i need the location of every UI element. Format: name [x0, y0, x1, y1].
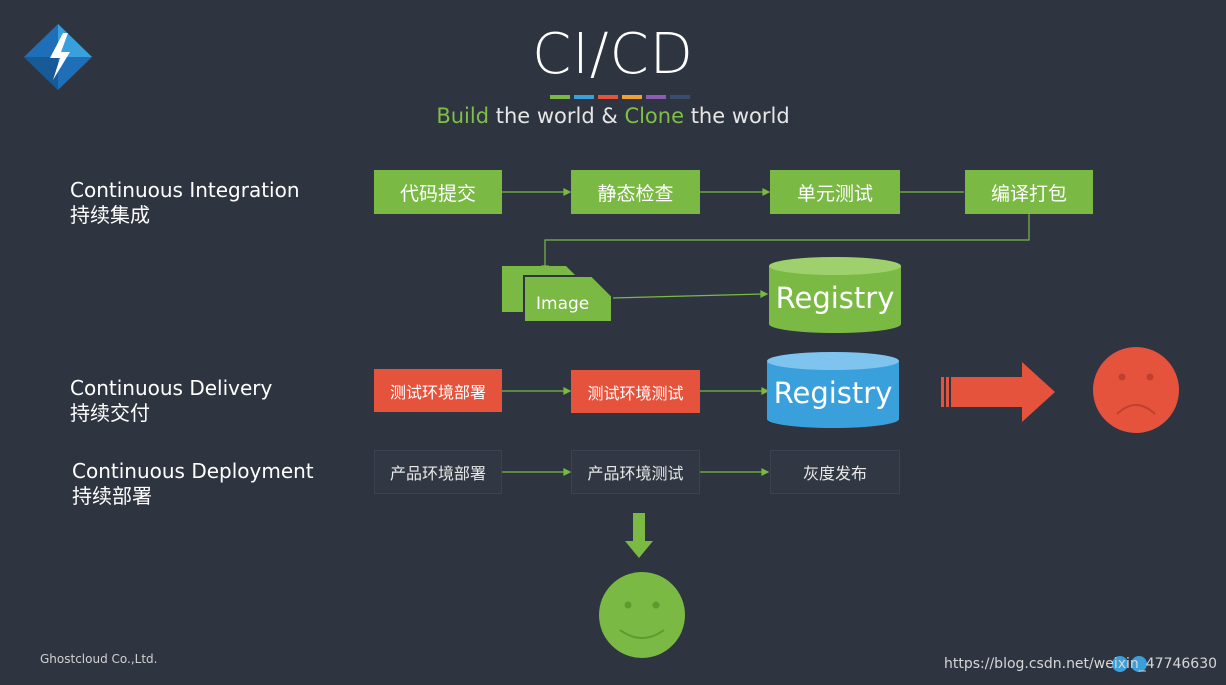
image-to-registry-arrow [611, 293, 764, 299]
ci-arrowhead-2 [762, 188, 771, 196]
section-cdeploy: Continuous Deployment 持续部署 [72, 459, 314, 509]
subtitle-end: the world [684, 104, 790, 128]
section-ci-en: Continuous Integration [70, 178, 300, 202]
deploy-step-gray-release: 灰度发布 [770, 450, 900, 494]
ci-step-static-check: 静态检查 [571, 170, 700, 214]
happy-face-icon [599, 572, 685, 658]
image-to-registry-arrowhead [760, 290, 769, 298]
section-ci-zh: 持续集成 [70, 203, 150, 227]
company-footer: Ghostcloud Co.,Ltd. [40, 652, 158, 666]
image-document-icon [502, 266, 613, 323]
delivery-arrowhead-2 [761, 387, 770, 395]
registry-blue-label: Registry [773, 376, 893, 410]
registry-green-label: Registry [775, 281, 895, 315]
section-cdelivery: Continuous Delivery 持续交付 [70, 376, 272, 426]
source-url: https://blog.csdn.net/weixin_47746630 [944, 656, 1218, 672]
deploy-arrowhead-1 [563, 468, 572, 476]
ci-arrowhead-1 [563, 188, 572, 196]
image-label: Image [536, 294, 590, 314]
section-cdelivery-zh: 持续交付 [70, 401, 150, 425]
page-nav[interactable] [1112, 656, 1147, 672]
delivery-arrowhead-1 [563, 387, 572, 395]
stripe-4 [622, 95, 642, 99]
deploy-step-prod-test: 产品环境测试 [571, 450, 700, 494]
stripe-5 [646, 95, 666, 99]
section-ci: Continuous Integration 持续集成 [70, 178, 300, 228]
page-title: CI/CD [532, 22, 694, 87]
delivery-step-test-test: 测试环境测试 [571, 370, 700, 413]
ci-to-image-connector [544, 214, 1030, 268]
stripe-1 [550, 95, 570, 99]
stripe-6 [670, 95, 690, 99]
subtitle-clone: Clone [624, 104, 685, 128]
deploy-step-prod-deploy: 产品环境部署 [374, 450, 502, 494]
ci-step-commit: 代码提交 [374, 170, 502, 214]
subtitle-build: Build [436, 104, 490, 128]
registry-green-cylinder [769, 257, 901, 333]
deploy-arrowhead-2 [761, 468, 770, 476]
sad-face-icon [1093, 347, 1179, 433]
delivery-step-test-deploy: 测试环境部署 [374, 369, 502, 412]
block-arrow-red [941, 362, 1055, 422]
stripe-3 [598, 95, 618, 99]
section-cdelivery-en: Continuous Delivery [70, 376, 273, 400]
stripe-2 [574, 95, 594, 99]
registry-blue-cylinder [767, 352, 899, 428]
ghostcloud-logo [24, 24, 92, 90]
ci-step-unit-test: 单元测试 [770, 170, 900, 214]
ci-step-build-package: 编译打包 [965, 170, 1093, 214]
section-cdeploy-en: Continuous Deployment [72, 459, 314, 483]
subtitle-mid: the world & [489, 104, 625, 128]
page-subtitle: Build the world & Clone the world [0, 104, 1226, 128]
section-cdeploy-zh: 持续部署 [72, 484, 152, 508]
down-arrow-green [625, 513, 653, 558]
title-underline-stripes [550, 95, 690, 99]
